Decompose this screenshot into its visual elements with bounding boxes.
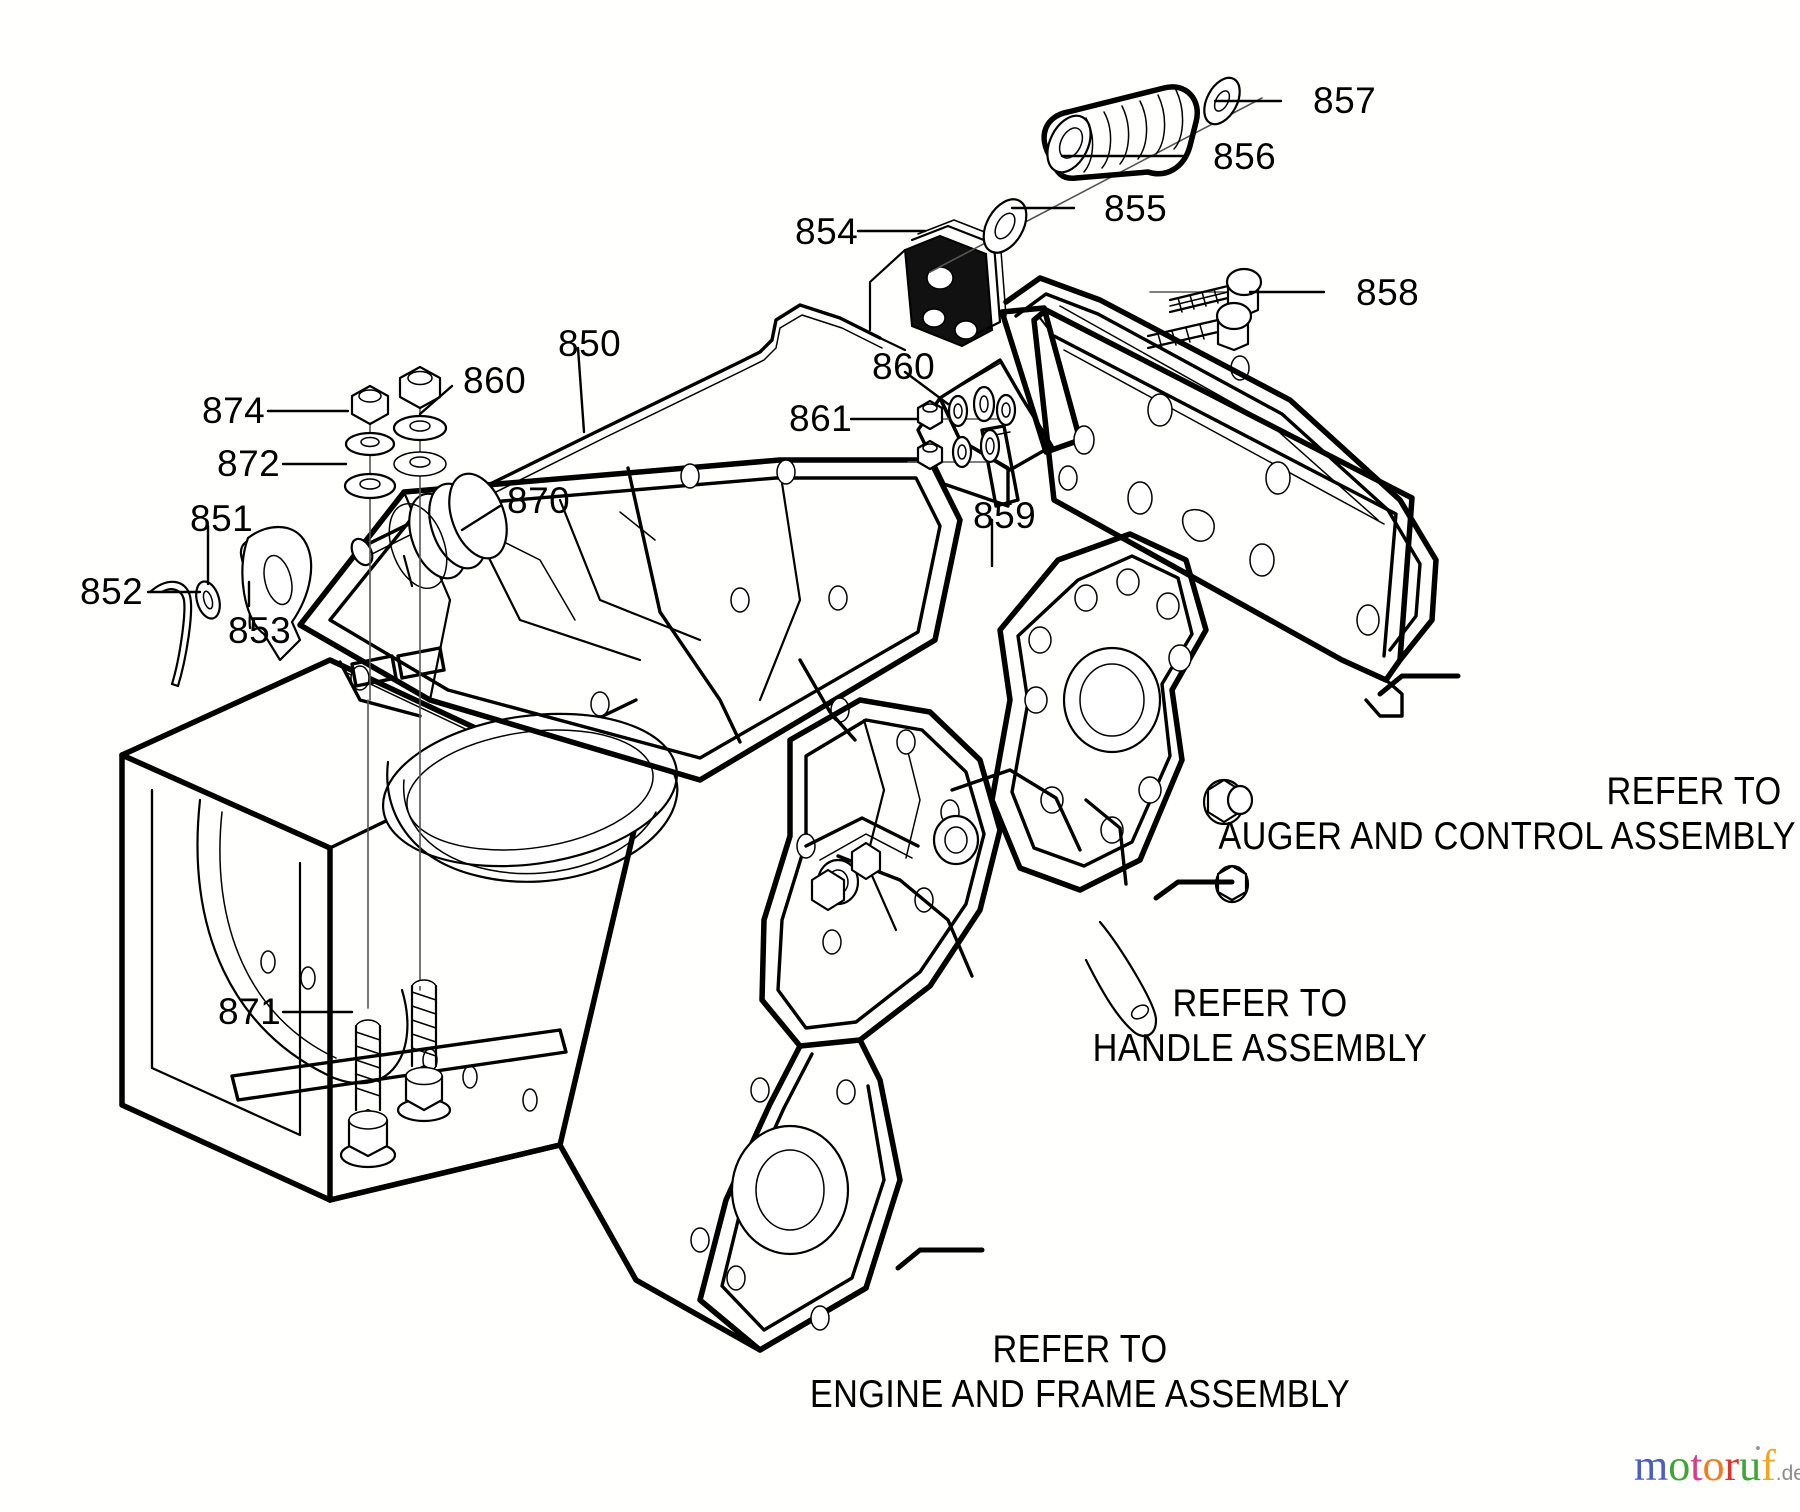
fastener-stack-left xyxy=(343,384,397,701)
callout-872: 872 xyxy=(217,443,281,484)
chute-crank-rod xyxy=(350,303,907,567)
callout-853: 853 xyxy=(228,610,292,651)
refer-to-handle-assembly: REFER TO HANDLE ASSEMBLY xyxy=(1084,982,1436,1072)
fastener-stack-left-2 xyxy=(392,365,448,701)
small-hardware-group xyxy=(148,526,313,688)
callout-858: 858 xyxy=(1356,272,1420,313)
refer-to-auger-and-control-assembly: REFER TO AUGER AND CONTROL ASSEMBLY xyxy=(1218,770,1796,860)
callout-871: 871 xyxy=(218,991,282,1032)
callout-861: 861 xyxy=(789,398,853,439)
callout-856: 856 xyxy=(1213,136,1277,177)
watermark-letter-r: r xyxy=(1724,1441,1740,1490)
refer-to-engine-and-frame-assembly: REFER TO ENGINE AND FRAME ASSEMBLY xyxy=(798,1328,1361,1418)
right-frame-rail xyxy=(1003,275,1439,663)
refer-auger-line2: AUGER AND CONTROL ASSEMBLY xyxy=(1218,814,1796,858)
callout-870: 870 xyxy=(507,480,571,521)
refer-auger-line1: REFER TO xyxy=(1606,770,1782,813)
handle-tube xyxy=(1084,920,1158,1038)
refer-handle-line1: REFER TO xyxy=(1172,982,1348,1025)
watermark-letter-f: f xyxy=(1761,1441,1776,1490)
chute-deflector-plate xyxy=(1031,307,1415,718)
callout-851: 851 xyxy=(190,498,254,539)
handle-mount-plate-left xyxy=(690,697,1003,1353)
watermark-letter-u: u xyxy=(1739,1441,1762,1490)
callout-859: 859 xyxy=(973,495,1037,536)
callout-852: 852 xyxy=(80,571,144,612)
handle-linkage-arms xyxy=(804,768,1128,978)
callout-874: 874 xyxy=(202,390,266,431)
frame-tabs xyxy=(350,646,446,688)
chute-spring xyxy=(388,472,508,590)
watermark-dot: • xyxy=(1755,1439,1761,1458)
callout-860-left: 860 xyxy=(463,360,527,401)
refer-engine-line2: ENGINE AND FRAME ASSEMBLY xyxy=(809,1372,1351,1416)
callout-854: 854 xyxy=(795,211,859,252)
refer-leader-lines xyxy=(895,673,1461,1271)
watermark-letter-o2: o xyxy=(1702,1441,1725,1490)
bolts-871 xyxy=(339,699,452,1169)
motoruf-watermark: • motoruf.de xyxy=(1634,1440,1800,1490)
frame-bolt-right xyxy=(1226,784,1254,816)
handle-mount-plate xyxy=(989,531,1209,893)
refer-engine-line1: REFER TO xyxy=(992,1328,1168,1371)
refer-handle-line2: HANDLE ASSEMBLY xyxy=(1092,1026,1428,1070)
callout-leader-lines xyxy=(146,99,1326,1014)
callout-860-right: 860 xyxy=(872,346,936,387)
callout-855: 855 xyxy=(1104,188,1168,229)
watermark-suffix: .de xyxy=(1775,1462,1800,1485)
watermark-letter-o1: o xyxy=(1668,1441,1691,1490)
watermark-letter-m: m xyxy=(1634,1441,1669,1490)
watermark-letter-t: t xyxy=(1690,1441,1703,1490)
callout-850: 850 xyxy=(558,323,622,364)
callout-857: 857 xyxy=(1313,80,1377,121)
screws-858 xyxy=(1146,267,1263,352)
chute-collar xyxy=(381,712,679,883)
fastener-cluster-861 xyxy=(907,385,1017,471)
